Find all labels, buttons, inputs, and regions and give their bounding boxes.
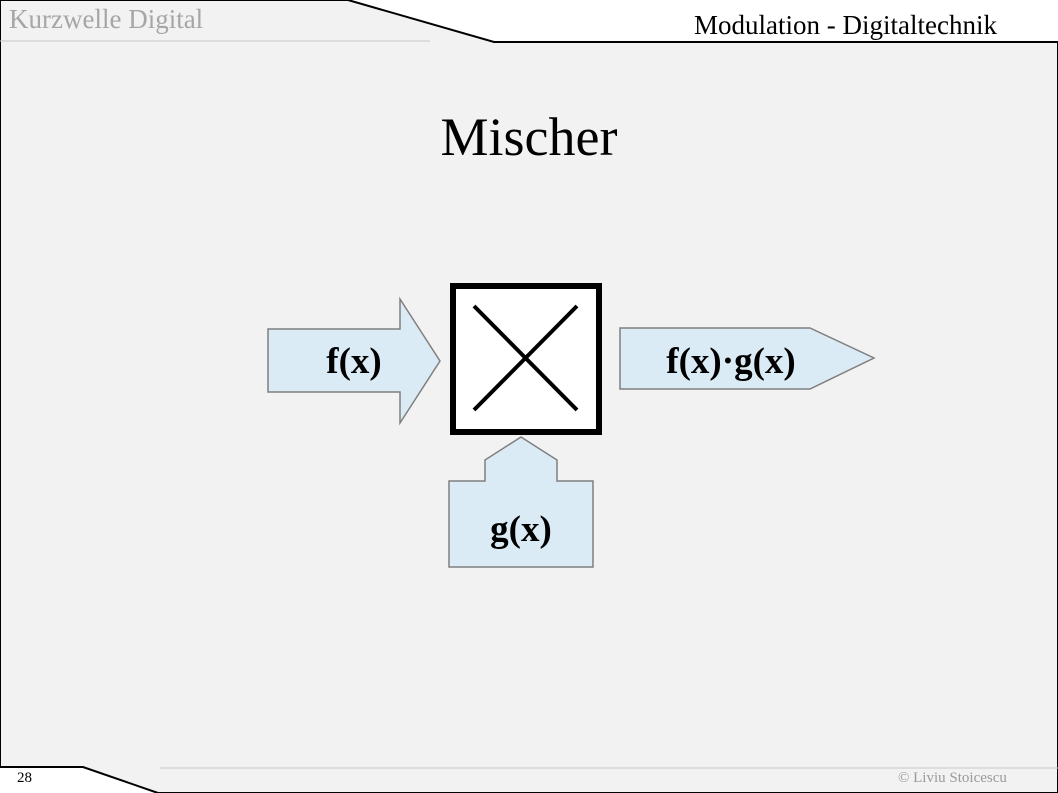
output-label: f(x)·g(x) [666, 341, 796, 382]
input-f-label: f(x) [326, 341, 382, 382]
brand-label: Kurzwelle Digital [9, 4, 204, 34]
page-number: 28 [17, 770, 32, 786]
slide-title: Mischer [440, 107, 618, 167]
multiply-cross-icon [472, 304, 579, 412]
header-title: Modulation - Digitaltechnik [694, 10, 997, 40]
input-g-label: g(x) [490, 509, 552, 550]
copyright-notice: © Liviu Stoicescu [898, 770, 1007, 786]
input-g-arrow [448, 436, 594, 568]
input-f-arrow [267, 296, 441, 426]
output-arrow [619, 327, 876, 390]
